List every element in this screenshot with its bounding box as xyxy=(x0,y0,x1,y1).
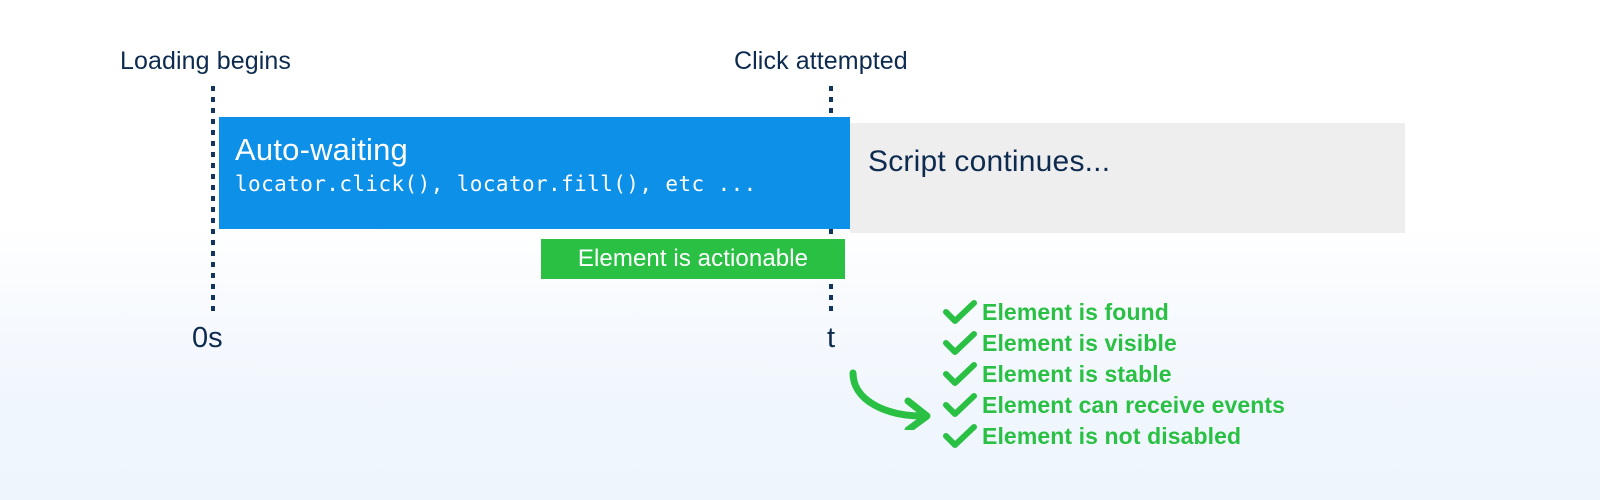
check-icon xyxy=(943,330,977,355)
checklist-item: Element can receive events xyxy=(940,389,1285,420)
checklist-item: Element is not disabled xyxy=(940,420,1285,451)
check-icon xyxy=(943,361,977,386)
marker-label-loading-begins: Loading begins xyxy=(120,47,291,75)
bar-auto-waiting-title: Auto-waiting xyxy=(235,132,408,167)
checklist-item-label: Element is not disabled xyxy=(982,422,1242,449)
marker-label-click-attempted: Click attempted xyxy=(734,47,908,75)
checklist-item: Element is stable xyxy=(940,358,1285,389)
bar-auto-waiting-code: locator.click(), locator.fill(), etc ... xyxy=(235,172,757,196)
check-icon xyxy=(943,392,977,417)
checklist-item: Element is visible xyxy=(940,327,1285,358)
checklist-item-label: Element is stable xyxy=(982,360,1172,387)
curved-arrow-icon xyxy=(849,369,931,430)
check-icon xyxy=(943,299,977,324)
bar-auto-waiting: Auto-waiting locator.click(), locator.fi… xyxy=(219,117,850,229)
checklist-item-label: Element is visible xyxy=(982,329,1177,356)
bar-script-continues-title: Script continues... xyxy=(868,145,1111,178)
bar-script-continues: Script continues... xyxy=(850,123,1405,233)
checklist-item-label: Element can receive events xyxy=(982,391,1286,418)
axis-tick-t: t xyxy=(827,322,836,354)
check-icon xyxy=(943,423,977,448)
checklist-item: Element is found xyxy=(940,296,1285,327)
guide-line-start xyxy=(211,86,215,317)
axis-tick-zero-seconds: 0s xyxy=(192,322,223,354)
badge-element-is-actionable-label: Element is actionable xyxy=(577,245,809,272)
checklist-item-label: Element is found xyxy=(982,298,1169,325)
badge-element-is-actionable: Element is actionable xyxy=(541,239,845,279)
actionability-checklist: Element is found Element is visible Elem… xyxy=(940,296,1285,451)
